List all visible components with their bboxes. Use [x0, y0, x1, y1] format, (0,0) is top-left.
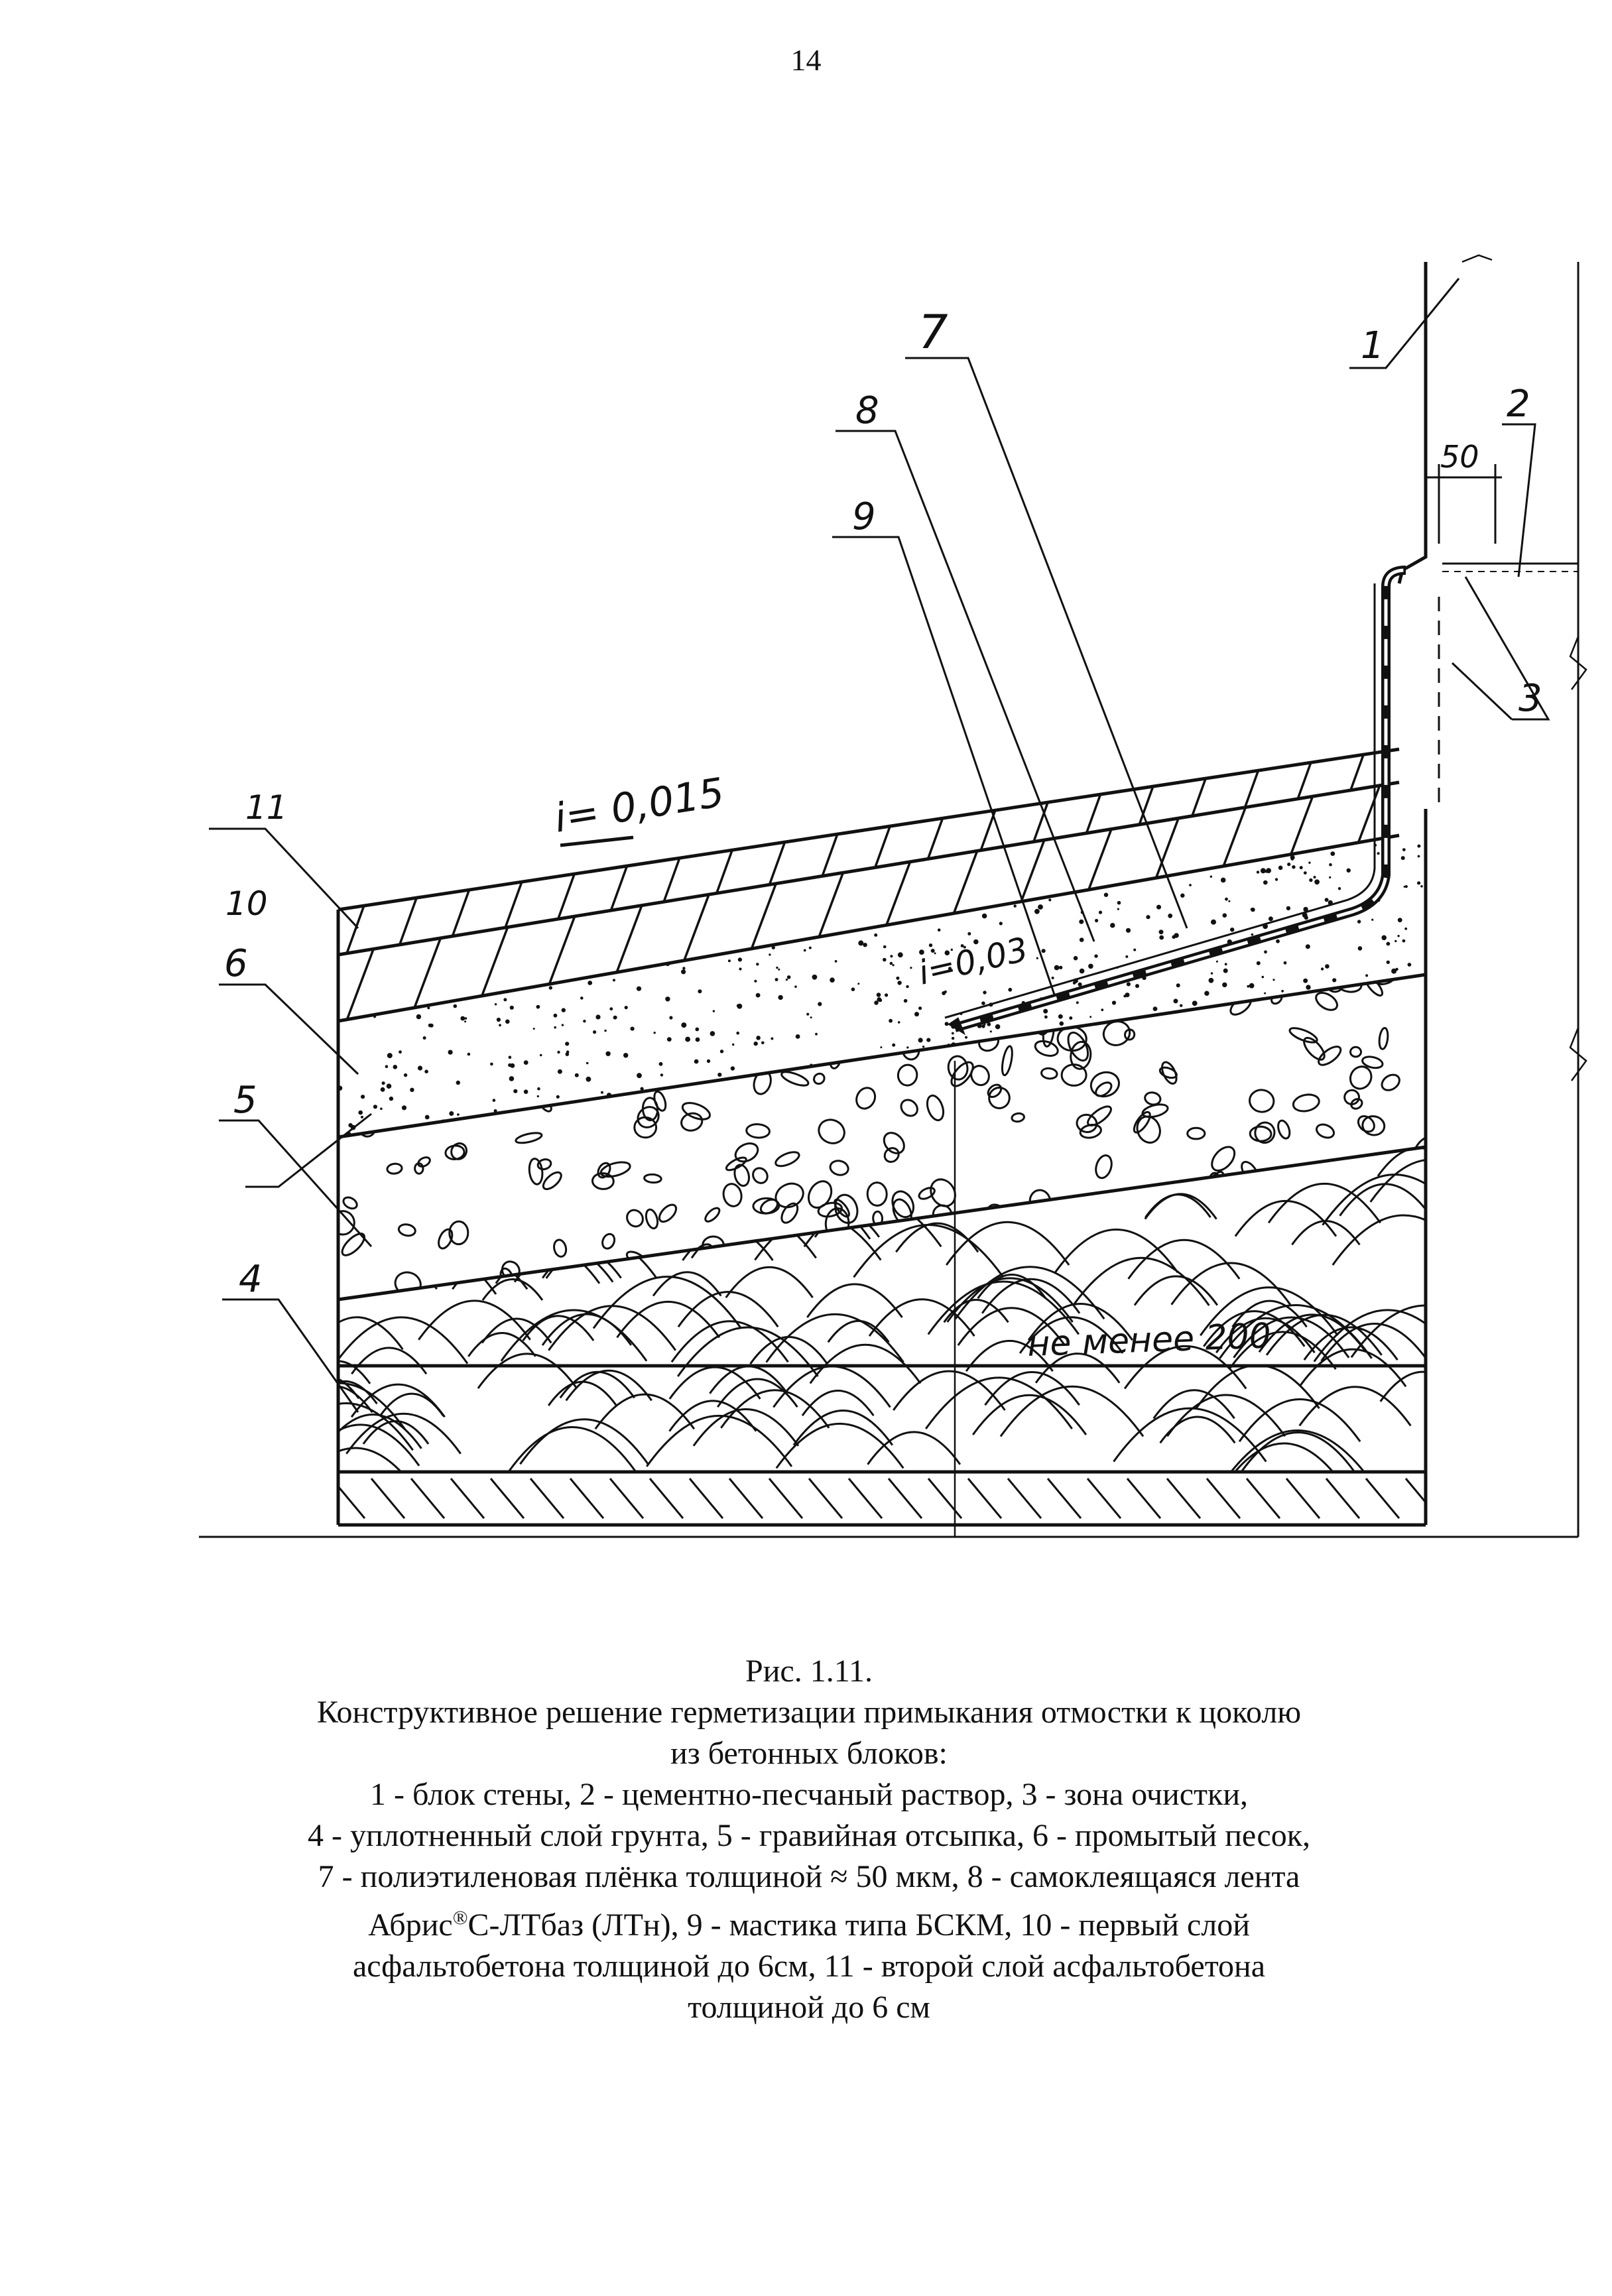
- legend-line-4-end: С-ЛТбаз (ЛТн), 9 - мастика типа БСКМ, 10…: [467, 1907, 1250, 1943]
- callout-6: 6: [224, 942, 248, 985]
- callout-labels: 1 2 3 4 5 6 7 8 9 10 11 i= 0,015 i=0,03 …: [224, 305, 1542, 1364]
- registered-mark: ®: [452, 1907, 468, 1929]
- legend-line-5: асфальтобетона толщиной до 6см, 11 - вто…: [352, 1949, 1266, 1984]
- figure-number: Рис. 1.11.: [745, 1654, 873, 1689]
- callout-9: 9: [852, 495, 876, 538]
- gravel-layer-texture: [338, 975, 1426, 1299]
- callout-10: 10: [225, 884, 268, 923]
- page-number: 14: [790, 43, 822, 77]
- dimension-50: 50: [1440, 439, 1479, 475]
- callout-4: 4: [239, 1258, 263, 1301]
- callout-11: 11: [245, 788, 288, 827]
- figure-caption: Рис. 1.11. Конструктивное решение гермет…: [199, 1651, 1419, 2028]
- leader-lines: [209, 278, 1550, 1413]
- membrane-strip: [944, 566, 1406, 1036]
- legend-line-4: Абрис®С-ЛТбаз (ЛТн), 9 - мастика типа БС…: [199, 1898, 1419, 1946]
- dimension-not-less-200: не менее 200: [1026, 1316, 1271, 1364]
- slope-arrow: [560, 835, 634, 847]
- legend-line-2: 4 - уплотненный слой грунта, 5 - гравийн…: [307, 1818, 1311, 1853]
- legend-line-1: 1 - блок стены, 2 - цементно-песчаный ра…: [369, 1777, 1249, 1812]
- callout-2: 2: [1507, 383, 1530, 426]
- callout-7: 7: [918, 305, 948, 359]
- callout-3: 3: [1519, 677, 1542, 720]
- sand-layer-texture: [338, 835, 1423, 1137]
- base-layer-hatch: [338, 1478, 1426, 1519]
- layer-outlines: [199, 747, 1578, 1538]
- legend-line-6: толщиной до 6 см: [688, 1990, 930, 2025]
- figure-title-line-1: Конструктивное решение герметизации прим…: [316, 1695, 1302, 1730]
- figure-title-line-2: из бетонных блоков:: [670, 1736, 948, 1771]
- legend-line-3: 7 - полиэтиленовая плёнка толщиной ≈ 50 …: [318, 1859, 1300, 1894]
- slope-label-membrane: i=0,03: [915, 930, 1032, 993]
- callout-1: 1: [1361, 324, 1385, 367]
- wall-block: [1397, 254, 1587, 1537]
- soil-layer-texture: [338, 1147, 1426, 1472]
- legend-line-4-start: Абрис: [368, 1907, 453, 1943]
- cross-section-drawing: 1 2 3 4 5 6 7 8 9 10 11 i= 0,015 i=0,03 …: [199, 254, 1587, 1538]
- callout-8: 8: [855, 389, 879, 432]
- callout-5: 5: [233, 1079, 257, 1122]
- slope-label-top: i= 0,015: [551, 769, 727, 841]
